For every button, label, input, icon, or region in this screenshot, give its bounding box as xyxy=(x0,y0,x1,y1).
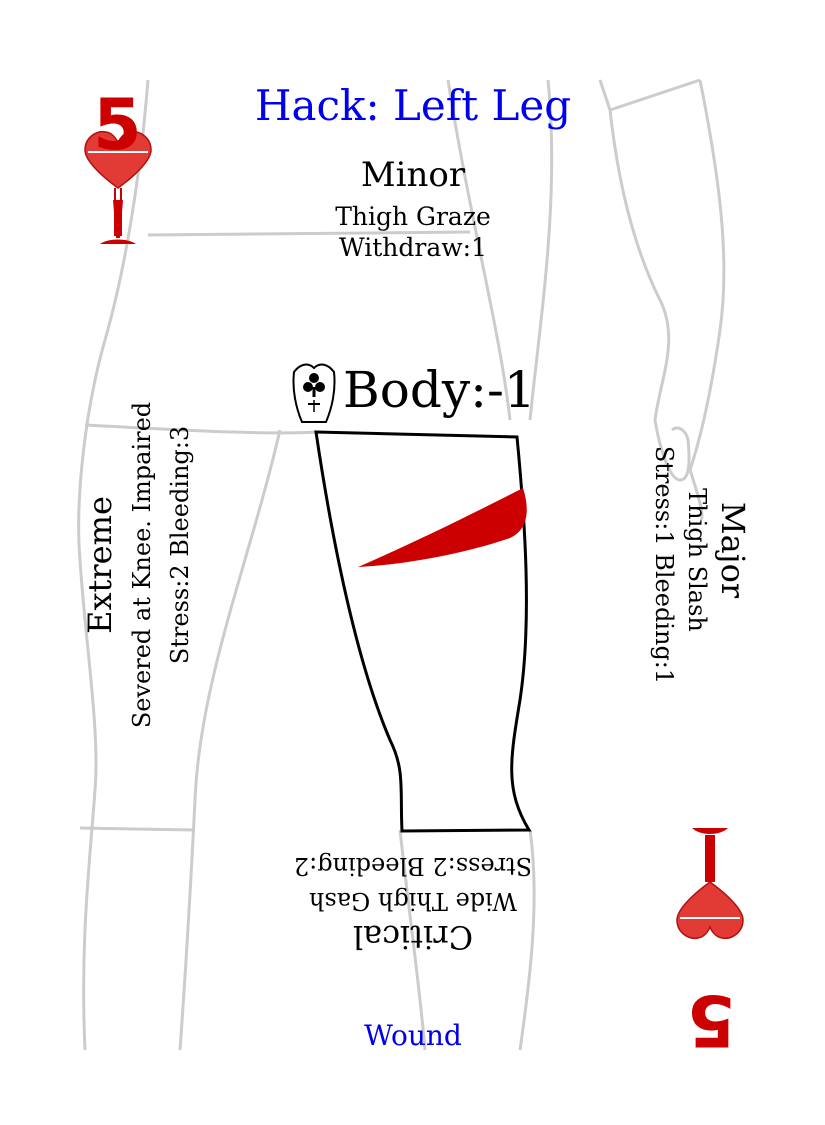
extreme-effect: Stress:2 Bleeding:3 xyxy=(166,425,194,665)
rank-top: 5 xyxy=(93,84,142,166)
card-footer: Wound xyxy=(364,1019,462,1052)
leg-outline xyxy=(314,430,532,833)
rank-bottom: 5 xyxy=(687,979,736,1061)
critical-desc: Wide Thigh Gash xyxy=(309,887,517,915)
wound-slash xyxy=(358,488,527,567)
heart-goblet-icon-top xyxy=(84,130,152,244)
major-effect: Stress:1 Bleeding:1 xyxy=(650,445,678,685)
minor-desc: Thigh Graze xyxy=(335,202,491,231)
major-desc: Thigh Slash xyxy=(683,488,711,632)
critical-heading: Critical xyxy=(352,918,474,956)
card-title: Hack: Left Leg xyxy=(254,81,572,130)
stat-label: Body:-1 xyxy=(343,361,536,419)
heart-goblet-icon-bottom xyxy=(676,828,744,940)
extreme-desc: Severed at Knee. Impaired xyxy=(128,401,156,729)
minor-heading: Minor xyxy=(360,155,466,195)
extreme-heading: Extreme xyxy=(81,496,119,634)
minor-effect: Withdraw:1 xyxy=(339,233,487,262)
torso-club-icon xyxy=(292,363,336,423)
major-heading: Major xyxy=(714,501,752,599)
critical-effect: Stress:2 Bleeding:2 xyxy=(293,852,533,880)
